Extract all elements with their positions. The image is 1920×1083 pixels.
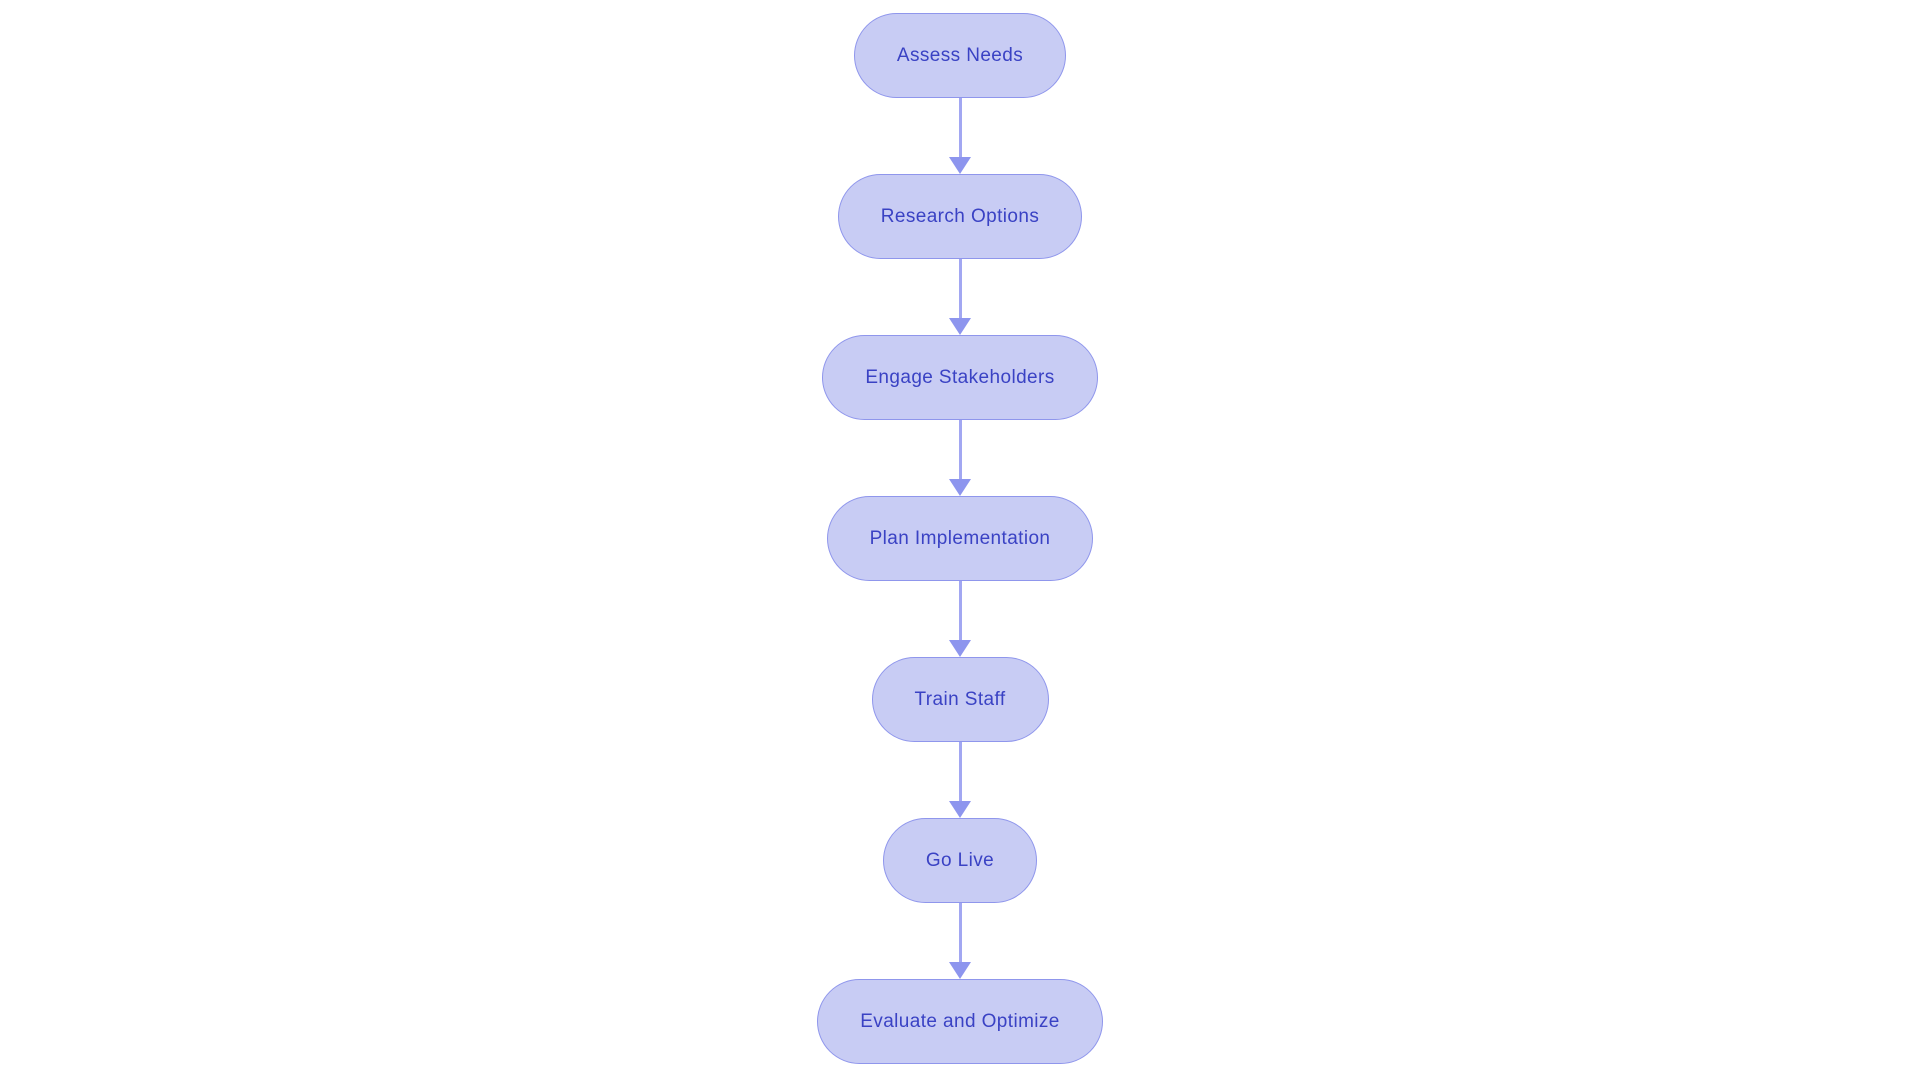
flow-node-evaluate-and-optimize: Evaluate and Optimize bbox=[817, 979, 1103, 1064]
flow-node-assess-needs: Assess Needs bbox=[853, 13, 1067, 98]
arrowhead-down-icon bbox=[949, 157, 971, 174]
flow-arrow bbox=[949, 420, 971, 496]
arrow-line bbox=[958, 742, 962, 802]
flow-node-go-live: Go Live bbox=[882, 818, 1038, 903]
flow-arrow bbox=[949, 581, 971, 657]
flow-arrow bbox=[949, 742, 971, 818]
flow-node-train-staff: Train Staff bbox=[871, 657, 1049, 742]
arrow-line bbox=[958, 903, 962, 963]
flow-node-engage-stakeholders: Engage Stakeholders bbox=[822, 335, 1098, 420]
arrow-line bbox=[958, 98, 962, 158]
arrow-line bbox=[958, 420, 962, 480]
flow-node-plan-implementation: Plan Implementation bbox=[826, 496, 1094, 581]
arrow-line bbox=[958, 259, 962, 319]
arrowhead-down-icon bbox=[949, 318, 971, 335]
arrow-line bbox=[958, 581, 962, 641]
arrowhead-down-icon bbox=[949, 640, 971, 657]
arrowhead-down-icon bbox=[949, 962, 971, 979]
arrowhead-down-icon bbox=[949, 479, 971, 496]
flow-node-research-options: Research Options bbox=[837, 174, 1083, 259]
flow-arrow bbox=[949, 98, 971, 174]
flow-arrow bbox=[949, 903, 971, 979]
arrowhead-down-icon bbox=[949, 801, 971, 818]
flow-arrow bbox=[949, 259, 971, 335]
